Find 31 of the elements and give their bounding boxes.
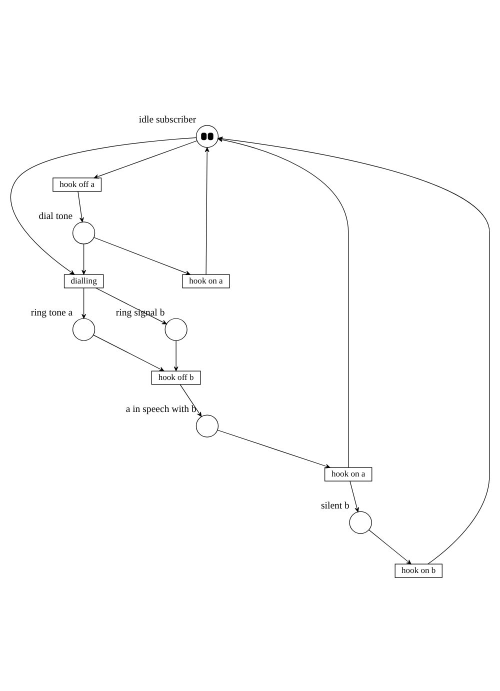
arrow: [78, 190, 84, 222]
node-box: hook off b: [151, 370, 201, 384]
arrow: [10, 136, 197, 274]
arrow: [96, 287, 167, 324]
node-label: silent b: [320, 500, 350, 511]
node-label: idle subscriber: [138, 114, 196, 125]
arrow: [82, 287, 86, 318]
node-circle: [196, 414, 219, 437]
arrow: [94, 140, 198, 178]
arrow: [174, 340, 178, 371]
arrow: [368, 529, 412, 564]
arrow: [94, 236, 190, 275]
arrow: [93, 334, 164, 371]
arrow: [217, 429, 330, 468]
node-box: hook on a: [324, 466, 372, 481]
node-circle: [196, 124, 219, 148]
node-box: hook on b: [394, 563, 442, 578]
arrow: [180, 384, 202, 416]
arrow: [82, 243, 86, 274]
node-box: hook on a: [182, 274, 230, 288]
node-label: a in speech with b: [126, 403, 196, 414]
node-label: ring tone a: [30, 306, 73, 318]
arrow: [350, 480, 360, 512]
arrow: [204, 146, 210, 274]
node-box: hook off a: [52, 177, 102, 192]
node-circle: [164, 318, 188, 340]
node-circle: [349, 510, 372, 534]
node-label: dial tone: [38, 210, 73, 222]
node-circle: [72, 221, 96, 244]
node-circle: [72, 318, 96, 340]
node-box: dialling: [64, 274, 104, 288]
